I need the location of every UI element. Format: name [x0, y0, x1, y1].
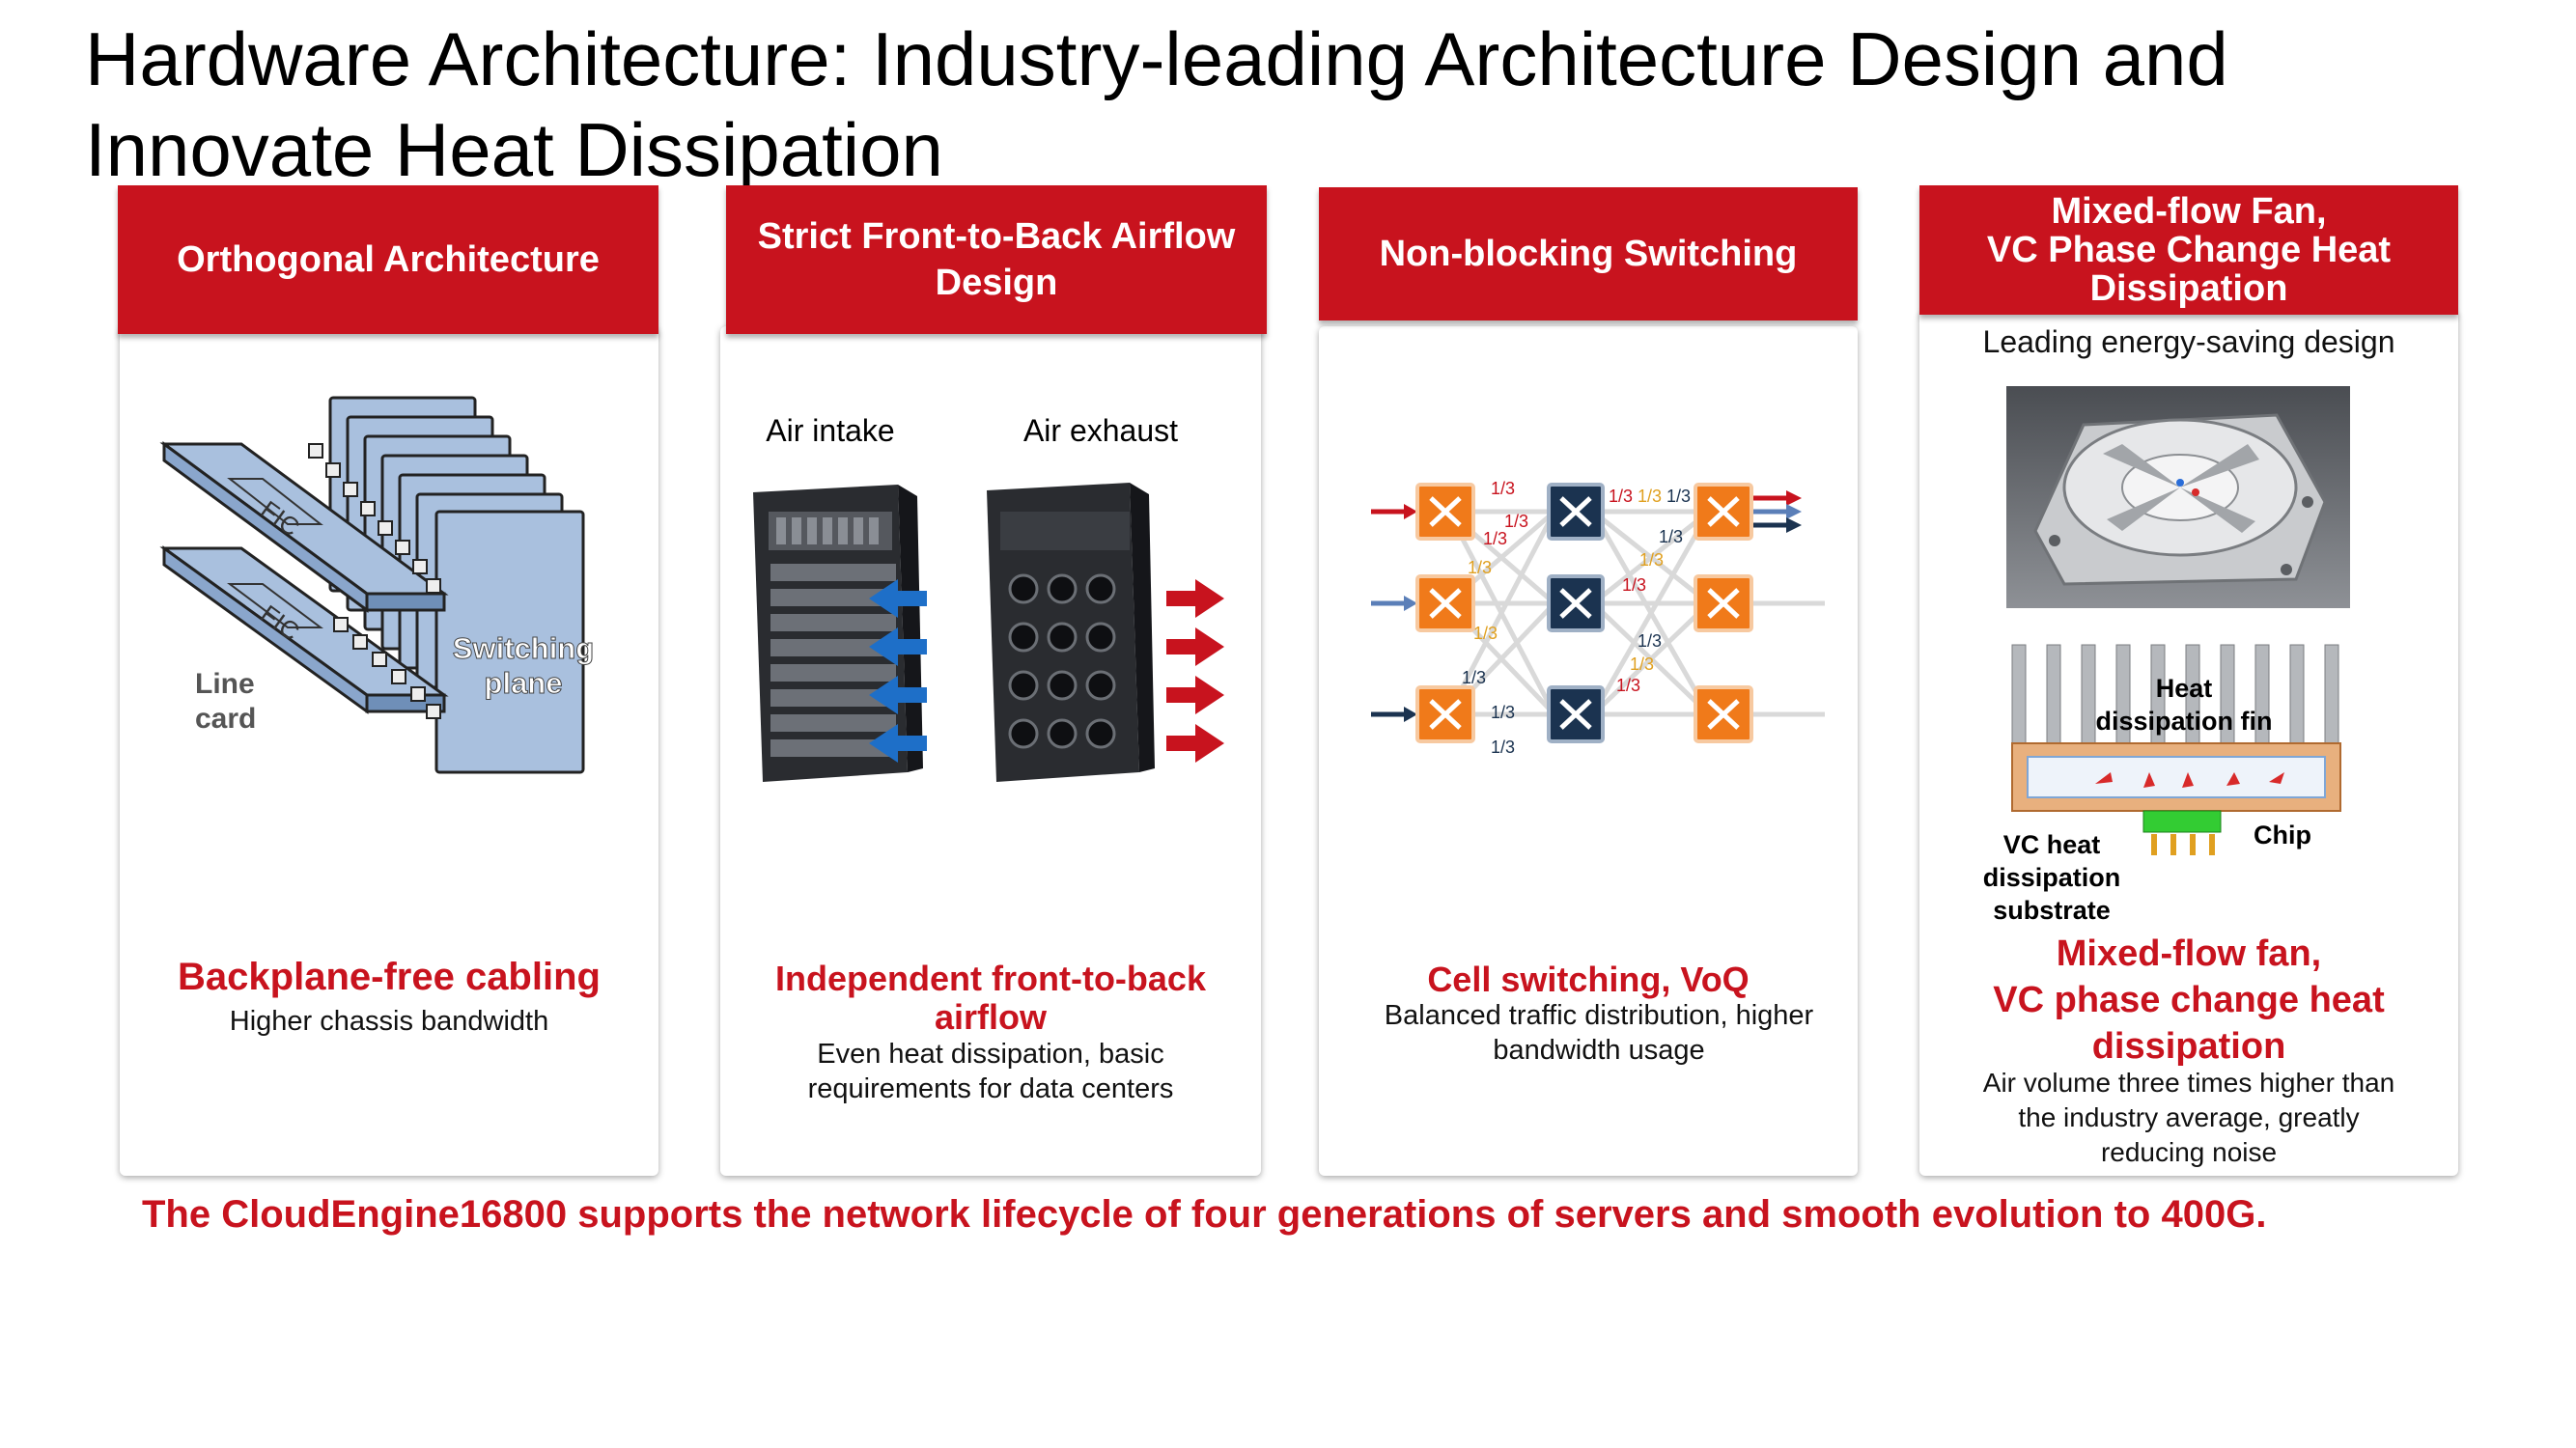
line-card-top: [159, 441, 449, 613]
fraction-label: 1/3: [1638, 631, 1662, 651]
switching-plane-label-1: Switching: [453, 631, 594, 665]
fraction-label: 1/3: [1609, 487, 1633, 506]
card-2-description-line-1: Even heat dissipation, basic: [817, 1039, 1164, 1070]
chip-block: [2142, 810, 2222, 833]
slide-title-line-2: Innovate Heat Dissipation: [85, 107, 943, 192]
card-2-header: Strict Front-to-Back Airflow Design: [726, 185, 1267, 334]
fraction-label: 1/3: [1491, 479, 1515, 498]
card-1-description: Higher chassis bandwidth: [229, 1006, 549, 1037]
fraction-label: 1/3: [1504, 512, 1528, 531]
card-3-description: Balanced traffic distribution, higher ba…: [1319, 998, 1879, 1068]
card-3-description-line-1: Balanced traffic distribution, higher: [1384, 1000, 1814, 1031]
fraction-label: 1/3: [1468, 558, 1492, 577]
fabric-chips: [1547, 483, 1605, 743]
vc-substrate-label: VC heat dissipation substrate: [1960, 828, 2143, 927]
card-4-headline-line-2: VC phase change heat: [1993, 980, 2385, 1020]
card-non-blocking-switching: [1319, 326, 1858, 1176]
ingress-chips: [1415, 483, 1475, 743]
air-exhaust-label: Air exhaust: [1022, 413, 1179, 448]
fraction-label: 1/3: [1491, 738, 1515, 757]
slide-footer: The CloudEngine16800 supports the networ…: [142, 1193, 2267, 1236]
card-4-tagline: Leading energy-saving design: [1982, 324, 2395, 359]
card-4-description-line-2: the industry average, greatly: [2018, 1102, 2360, 1132]
intake-chassis: [753, 485, 923, 782]
mixed-flow-fan-image: [2006, 386, 2350, 608]
heat-source-arrows: [2151, 834, 2215, 855]
switching-plane-label-2: plane: [485, 666, 563, 700]
fin-label-line-1: Heat: [2156, 674, 2213, 703]
fraction-label: 1/3: [1491, 703, 1515, 722]
card-3-header-text: Non-blocking Switching: [1379, 233, 1798, 274]
orthogonal-architecture-diagram: FIC FIC Line card Switching plane: [159, 396, 595, 774]
exhaust-chassis: [987, 483, 1155, 782]
exhaust-arrows: [1166, 579, 1224, 763]
fraction-label: 1/3: [1473, 624, 1498, 643]
egress-chips: [1694, 483, 1753, 743]
vapor-flow-arrows: [2095, 772, 2284, 788]
card-4-header-line-1: Mixed-flow Fan,: [2051, 191, 2327, 232]
card-2-description-line-2: requirements for data centers: [807, 1073, 1174, 1104]
vc-heat-dissipation-diagram: Heat dissipation fin Chip: [2011, 644, 2341, 855]
fraction-label: 1/3: [1666, 487, 1691, 506]
orthogonal-connectors: [308, 443, 441, 719]
card-2-headline-line-2: airflow: [934, 997, 1047, 1037]
fraction-label: 1/3: [1630, 654, 1654, 674]
card-4-header-line-3: Dissipation: [2089, 268, 2288, 309]
vc-label-line-2: dissipation: [1982, 863, 2121, 892]
chip-x-marks: [1429, 496, 1740, 730]
card-4-headline: Mixed-flow fan, VC phase change heat dis…: [1919, 931, 2458, 1070]
intake-arrows: [869, 579, 927, 763]
card-4-header-line-2: VC Phase Change Heat: [1986, 230, 2392, 270]
airflow-chassis-diagram: [753, 483, 1224, 782]
line-card-label-2: card: [195, 703, 256, 735]
card-1-header-text: Orthogonal Architecture: [177, 238, 600, 280]
fraction-label: 1/3: [1638, 487, 1662, 506]
card-2-description: Even heat dissipation, basic requirement…: [720, 1037, 1261, 1106]
card-1-header: Orthogonal Architecture: [118, 185, 658, 334]
input-arrows: [1371, 504, 1417, 722]
card-2-headline: Independent front-to-back airflow: [720, 960, 1261, 1037]
fraction-label: 1/3: [1659, 527, 1683, 546]
line-card-label-1: Line: [195, 668, 255, 700]
vc-label-line-3: substrate: [1993, 896, 2111, 925]
fan-mounting-holes: [2049, 496, 2313, 575]
card-2-header-line-2: Design: [935, 263, 1058, 303]
output-arrows: [1748, 490, 1802, 533]
non-blocking-switching-diagram: 1/3 1/3 1/3 1/3 1/3 1/3 1/3 1/3 1/3 1/3 …: [1371, 479, 1825, 757]
card-2-headline-line-1: Independent front-to-back: [775, 959, 1206, 998]
card-4-headline-line-1: Mixed-flow fan,: [2056, 933, 2322, 974]
air-intake-label: Air intake: [766, 413, 895, 448]
fin-label-line-2: dissipation fin: [2095, 707, 2272, 736]
chip-label: Chip: [2254, 821, 2311, 849]
slide-title: Hardware Architecture: Industry-leading …: [85, 14, 2402, 195]
fan-blades: [2103, 444, 2259, 533]
card-3-headline: Cell switching, VoQ: [1427, 960, 1750, 999]
fraction-label: 1/3: [1616, 676, 1640, 695]
slide-title-line-1: Hardware Architecture: Industry-leading …: [85, 16, 2228, 101]
card-4-description-line-3: reducing noise: [2100, 1137, 2278, 1167]
card-4-description-line-1: Air volume three times higher than: [1982, 1068, 2395, 1098]
card-4-header: Mixed-flow Fan, VC Phase Change Heat Dis…: [1919, 185, 2458, 315]
card-4-description: Air volume three times higher than the i…: [1919, 1066, 2458, 1170]
vc-label-line-1: VC heat: [2002, 830, 2101, 859]
card-1-headline: Backplane-free cabling: [178, 956, 601, 998]
fraction-label: 1/3: [1639, 550, 1664, 570]
card-2-header-line-1: Strict Front-to-Back Airflow: [757, 216, 1236, 257]
card-3-description-line-2: bandwidth usage: [1493, 1035, 1705, 1066]
card-3-header: Non-blocking Switching: [1319, 187, 1858, 320]
fraction-label: 1/3: [1622, 575, 1646, 595]
fraction-label: 1/3: [1483, 529, 1507, 548]
card-4-headline-line-3: dissipation: [2091, 1026, 2286, 1067]
fraction-label: 1/3: [1462, 668, 1486, 687]
